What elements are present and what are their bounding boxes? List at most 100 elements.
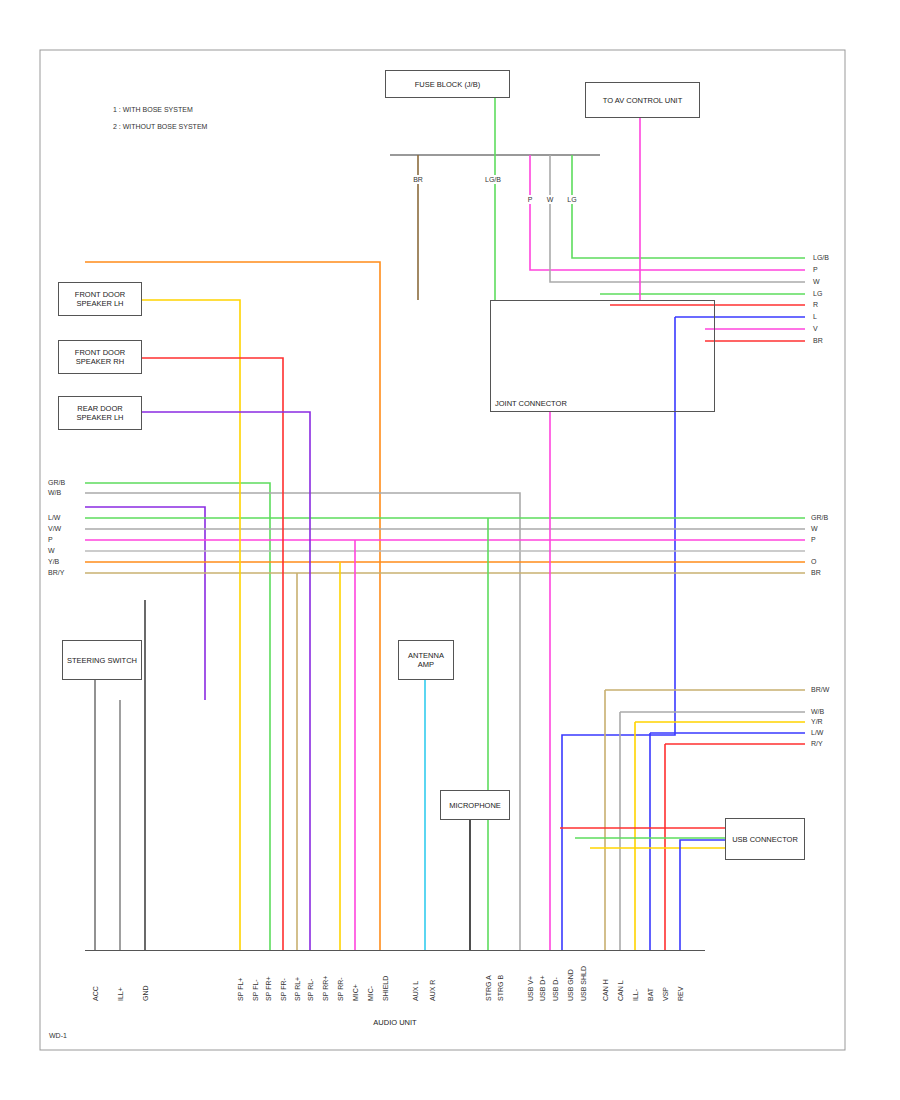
wire-code: P (47, 535, 54, 544)
pin-name: CAN H (601, 978, 610, 1002)
component-label: TO AV CONTROL UNIT (603, 96, 682, 105)
wire-code: P (527, 195, 534, 204)
wire-connector (142, 300, 240, 950)
wire (85, 517, 805, 519)
wire-code: BR (412, 175, 424, 184)
wire (85, 528, 805, 530)
component-label: FRONT DOOR SPEAKER RH (63, 348, 137, 366)
wire-code: BR (810, 568, 822, 577)
component-box: USB CONNECTOR (725, 818, 805, 860)
pin-name: VSP (661, 986, 670, 1002)
frame (40, 50, 845, 1050)
pin-name: AUX L (411, 980, 420, 1002)
wire-connector (639, 118, 641, 300)
wire (675, 316, 805, 318)
wire-code: W/B (47, 488, 62, 497)
wire (605, 690, 805, 950)
wire-code: Y/R (810, 717, 824, 726)
wire (487, 518, 489, 950)
pin-name: MIC+ (351, 983, 360, 1002)
pin-name: AUX R (428, 979, 437, 1002)
component-label: FUSE BLOCK (J/B) (415, 80, 480, 89)
pin-name: SP RR- (336, 976, 345, 1002)
wire (620, 712, 805, 950)
wire (560, 827, 725, 829)
pin-name: STRG B (496, 974, 505, 1002)
component-box: MICROPHONE (440, 790, 510, 820)
wire-code: P (812, 265, 819, 274)
wire-connector (142, 358, 283, 950)
component-label: ANTENNA AMP (403, 651, 449, 669)
wire-code: BR/Y (47, 568, 65, 577)
pin-name: STRG A (484, 974, 493, 1002)
wire (85, 572, 805, 574)
wire-code: R (812, 300, 819, 309)
wire-connector (142, 412, 310, 950)
wire-code: P (810, 535, 817, 544)
pin-name: ILL- (631, 988, 640, 1002)
wire-connector (494, 98, 496, 300)
wire (635, 722, 805, 950)
pin-name: GND (141, 984, 150, 1002)
wire (550, 155, 805, 282)
wire-code: W (47, 546, 56, 555)
wire (354, 540, 356, 950)
wire-code: LG (812, 289, 823, 298)
wire (85, 561, 805, 563)
component-box: JOINT CONNECTOR (490, 300, 715, 412)
wire-code: L/W (810, 728, 824, 737)
wire-code: BR (812, 336, 824, 345)
unit-box: AUDIO UNIT (85, 950, 705, 1030)
component-box: FRONT DOOR SPEAKER RH (58, 340, 142, 374)
wire (144, 600, 146, 950)
wire (530, 155, 805, 270)
note: 1 : WITH BOSE SYSTEM (112, 105, 194, 114)
wire (572, 155, 805, 258)
wire-code: W (812, 277, 821, 286)
component-label: JOINT CONNECTOR (495, 399, 567, 408)
pin-name: CAN L (616, 979, 625, 1002)
wire (650, 733, 805, 950)
wire-code: LG/B (484, 175, 502, 184)
pin-name: SP RR+ (321, 975, 330, 1002)
wire-code: GR/B (47, 478, 66, 487)
wire-code: LG (566, 195, 577, 204)
wire (119, 700, 121, 950)
component-box: TO AV CONTROL UNIT (585, 82, 700, 118)
wire-connector (469, 820, 471, 950)
pin-name: USB SHLD (579, 965, 588, 1002)
note: 2 : WITHOUT BOSE SYSTEM (112, 122, 208, 131)
wire-code: R/Y (810, 739, 824, 748)
component-box: ANTENNA AMP (398, 640, 454, 680)
wire-code: V (812, 324, 819, 333)
pin-name: SP RL+ (293, 976, 302, 1002)
pin-name: BAT (646, 987, 655, 1002)
wire-connector (549, 412, 551, 950)
component-label: FRONT DOOR SPEAKER LH (63, 290, 137, 308)
pin-name: USB D+ (538, 975, 547, 1002)
wire-connector (424, 680, 426, 950)
wire (600, 293, 805, 295)
wire-code: L (812, 312, 818, 321)
pin-name: SP FL- (251, 978, 260, 1002)
wire-code: LG/B (812, 253, 830, 262)
wire-code: V/W (47, 524, 62, 533)
wires (85, 155, 805, 950)
component-box: FUSE BLOCK (J/B) (385, 70, 510, 98)
pin-name: SP FR+ (264, 975, 273, 1002)
wire-code: W (810, 524, 819, 533)
component-label: STEERING SWITCH (67, 656, 137, 665)
pin-name: USB D- (551, 976, 560, 1002)
wire-connector (680, 840, 725, 950)
wire (85, 483, 270, 950)
wire (665, 744, 805, 950)
pin-name: SHIELD (381, 975, 390, 1002)
pin-name: SP FL+ (236, 977, 245, 1002)
wire (339, 562, 341, 950)
wire-code: L/W (47, 513, 61, 522)
wire (610, 304, 805, 306)
wire (590, 847, 725, 849)
wire (575, 837, 725, 839)
